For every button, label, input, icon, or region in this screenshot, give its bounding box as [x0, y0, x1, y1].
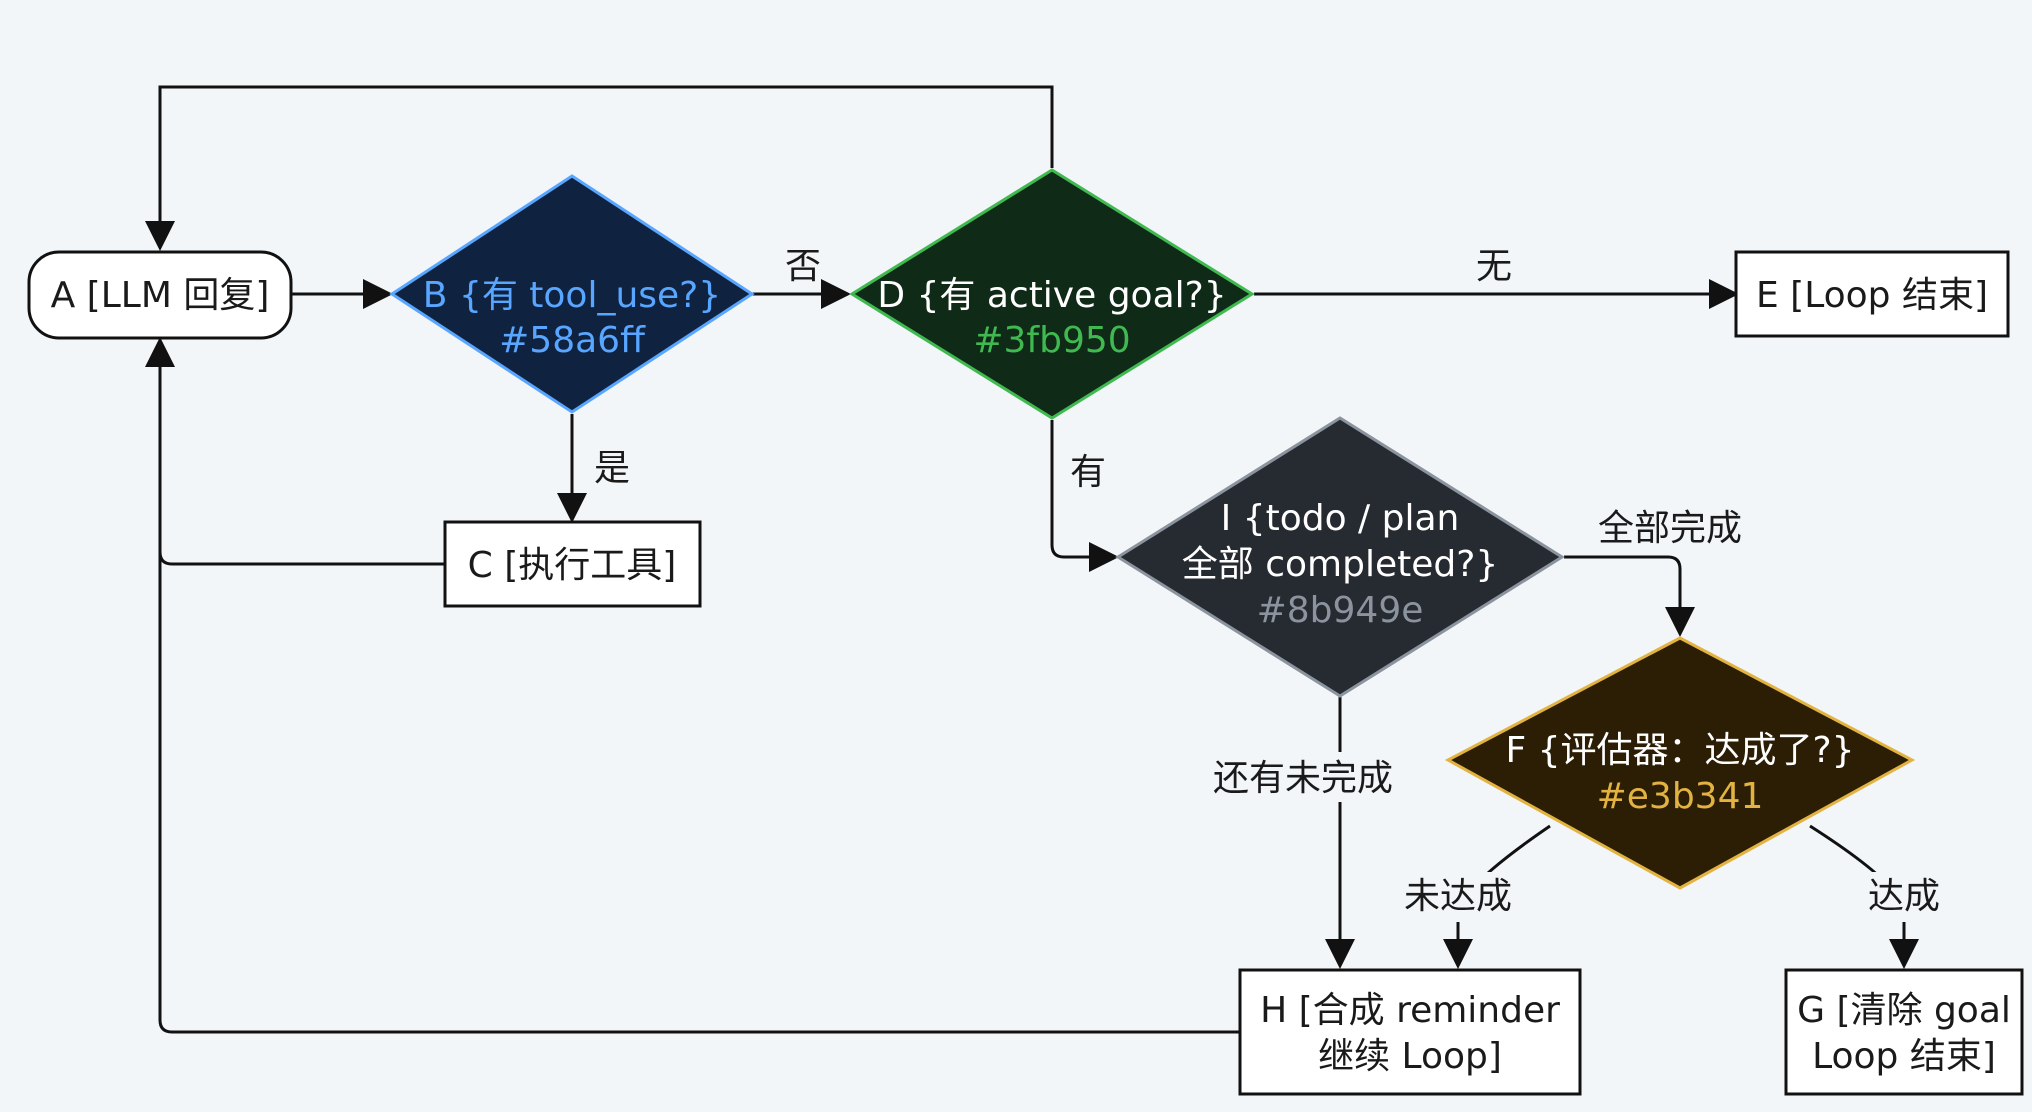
- edge-c-to-a: [145, 337, 445, 566]
- node-c: C [执行工具]: [443, 520, 702, 608]
- label-bg-f-not-reached: [1398, 872, 1518, 922]
- node-g-shape: [1784, 968, 2024, 1096]
- edge-i-to-f: [1564, 555, 1695, 637]
- node-c-label: C [执行工具]: [468, 545, 677, 586]
- node-h: H [合成 reminder 继续 Loop]: [1238, 968, 1582, 1096]
- node-g: G [清除 goal Loop 结束]: [1784, 968, 2024, 1096]
- node-h-line-1: H [合成 reminder: [1260, 990, 1560, 1031]
- label-d-none: 无: [1476, 246, 1512, 287]
- label-bg-f-reached: [1862, 872, 1946, 922]
- node-d-title: D {有 active goal?}: [877, 275, 1226, 316]
- node-e: E [Loop 结束]: [1734, 250, 2010, 338]
- node-h-line-2: 继续 Loop]: [1318, 1036, 1502, 1077]
- edge-labels: 否 是 无 有 全部完成 还有未完成 未达成 达成: [594, 246, 1946, 922]
- node-d-color: #3fb950: [973, 320, 1130, 361]
- node-d: D {有 active goal?} #3fb950: [849, 168, 1255, 420]
- label-f-not-reached: 未达成: [1404, 876, 1512, 917]
- edge-d-to-i: [1050, 420, 1119, 572]
- edges: [145, 85, 1919, 1034]
- label-b-yes: 是: [594, 448, 630, 489]
- label-f-reached: 达成: [1868, 876, 1940, 917]
- label-b-no: 否: [785, 246, 821, 287]
- node-b-color: #58a6ff: [499, 320, 646, 361]
- label-d-has: 有: [1070, 452, 1106, 493]
- edge-d-to-a: [145, 85, 1054, 251]
- node-c-shape: [443, 520, 702, 608]
- label-i-all-done: 全部完成: [1598, 508, 1742, 549]
- node-a-shape: [27, 250, 293, 340]
- node-i-border: [1115, 416, 1565, 698]
- node-b-border: [389, 174, 755, 414]
- node-a: A [LLM 回复]: [27, 250, 293, 340]
- node-g-line-1: G [清除 goal: [1797, 990, 2011, 1031]
- node-f-title: F {评估器：达成了?}: [1505, 730, 1854, 771]
- node-g-line-2: Loop 结束]: [1812, 1036, 1996, 1077]
- node-a-label: A [LLM 回复]: [51, 275, 270, 316]
- node-d-border: [849, 168, 1255, 420]
- node-b-title: B {有 tool_use?}: [423, 275, 721, 316]
- node-i-title-1: I {todo / plan: [1221, 498, 1460, 539]
- node-f-border: [1444, 636, 1916, 890]
- node-e-label: E [Loop 结束]: [1756, 275, 1988, 316]
- node-i: I {todo / plan 全部 completed?} #8b949e: [1115, 416, 1565, 698]
- label-bg-i-not-done: [1205, 752, 1405, 802]
- node-f: F {评估器：达成了?} #e3b341: [1444, 636, 1916, 890]
- label-i-not-done: 还有未完成: [1213, 758, 1393, 799]
- node-f-color: #e3b341: [1597, 776, 1764, 817]
- node-h-shape: [1238, 968, 1582, 1096]
- node-i-color: #8b949e: [1257, 590, 1424, 631]
- edge-h-to-a: [158, 340, 1240, 1034]
- node-e-shape: [1734, 250, 2010, 338]
- node-i-title-2: 全部 completed?}: [1182, 544, 1498, 585]
- node-b: B {有 tool_use?} #58a6ff: [389, 174, 755, 414]
